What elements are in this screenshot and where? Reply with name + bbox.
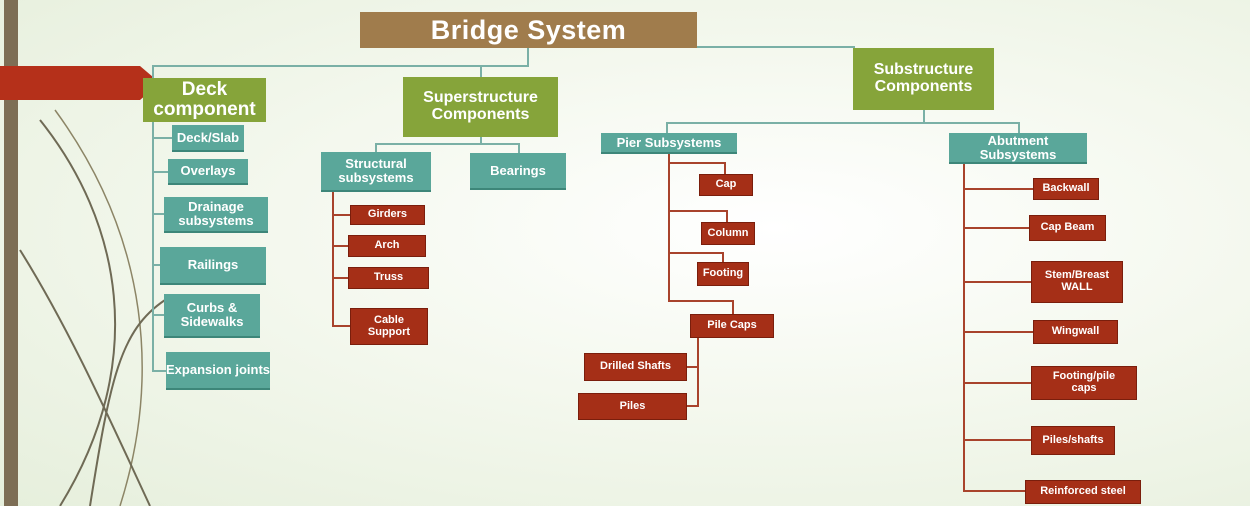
- abutment-item: Cap Beam: [1029, 215, 1106, 241]
- pile-cap-item: Drilled Shafts: [584, 353, 687, 381]
- structural-subsystems-node: Structural subsystems: [321, 152, 431, 192]
- red-arrow-flag: [0, 66, 160, 100]
- deck-item: Expansion joints: [166, 352, 270, 390]
- left-accent-bar: [4, 0, 18, 506]
- deck-component-node: Deck component: [143, 78, 266, 122]
- pier-item: Pile Caps: [690, 314, 774, 338]
- structural-item: Truss: [348, 267, 429, 289]
- abutment-item: Wingwall: [1033, 320, 1118, 344]
- deck-item: Railings: [160, 247, 266, 285]
- abutment-item: Backwall: [1033, 178, 1099, 200]
- diagram-title: Bridge System: [360, 12, 697, 48]
- deck-item: Overlays: [168, 159, 248, 185]
- abutment-item: Stem/Breast WALL: [1031, 261, 1123, 303]
- abutment-item: Reinforced steel: [1025, 480, 1141, 504]
- abutment-subsystems-node: Abutment Subsystems: [949, 133, 1087, 164]
- deck-item: Drainage subsystems: [164, 197, 268, 233]
- bearings-node: Bearings: [470, 153, 566, 190]
- pile-cap-item: Piles: [578, 393, 687, 420]
- deck-item: Deck/Slab: [172, 125, 244, 152]
- pier-item: Cap: [699, 174, 753, 196]
- structural-item: Arch: [348, 235, 426, 257]
- pier-subsystems-node: Pier Subsystems: [601, 133, 737, 154]
- pier-item: Column: [701, 222, 755, 245]
- pier-item: Footing: [697, 262, 749, 286]
- superstructure-components-node: Superstructure Components: [403, 77, 558, 137]
- abutment-item: Footing/pile caps: [1031, 366, 1137, 400]
- structural-item: Cable Support: [350, 308, 428, 345]
- structural-item: Girders: [350, 205, 425, 225]
- decorative-curves: [19, 109, 166, 506]
- substructure-components-node: Substructure Components: [853, 48, 994, 110]
- deck-item: Curbs & Sidewalks: [164, 294, 260, 338]
- abutment-item: Piles/shafts: [1031, 426, 1115, 455]
